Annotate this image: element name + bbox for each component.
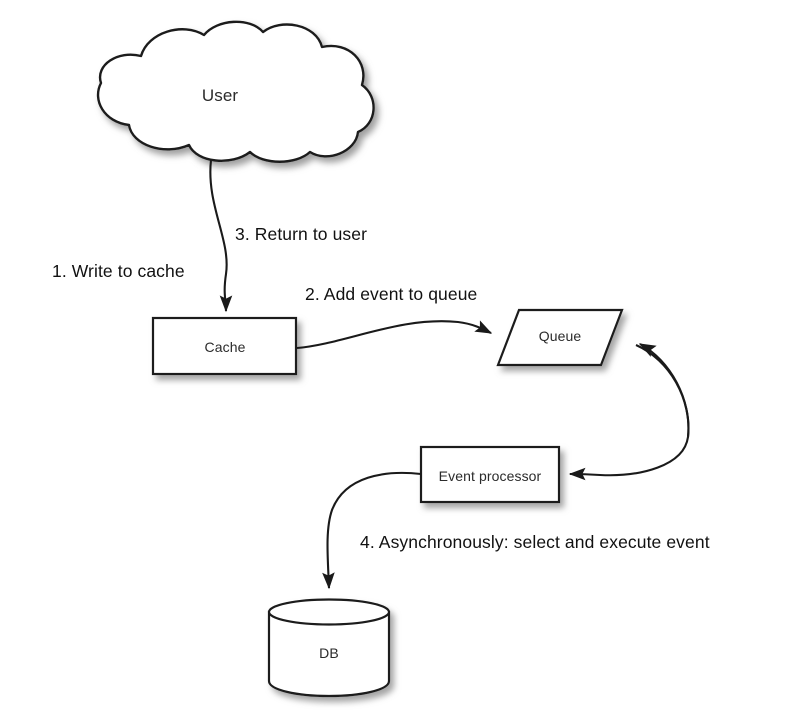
- edge-user-to-cache[interactable]: [209, 159, 233, 313]
- cloud-shape: [96, 20, 375, 163]
- db-cylinder-body: [267, 610, 391, 698]
- db-cylinder-top: [267, 598, 391, 626]
- node-label-user: User: [201, 86, 239, 105]
- node-label-cache: Cache: [204, 339, 246, 355]
- edge-eventprocessor-to-db[interactable]: [322, 471, 422, 590]
- edge-label-write-to-cache: 1. Write to cache: [52, 261, 185, 281]
- node-label-event-processor: Event processor: [438, 468, 542, 484]
- node-label-db: DB: [319, 645, 339, 661]
- queue-shape: [496, 308, 624, 367]
- node-db[interactable]: [267, 598, 391, 698]
- edge-label-asynchronously-select-execute: 4. Asynchronously: select and execute ev…: [360, 532, 710, 552]
- edge-cache-to-queue[interactable]: [296, 320, 493, 350]
- edge-queue-eventprocessor-loop[interactable]: [568, 343, 690, 481]
- edge-eventprocessor-to-db-path: [322, 471, 422, 590]
- edge-loop-to-eventprocessor-path: [638, 343, 690, 438]
- node-queue[interactable]: [496, 308, 624, 367]
- node-label-queue: Queue: [538, 328, 582, 344]
- node-user[interactable]: [96, 20, 375, 163]
- edge-user-to-cache-path: [209, 159, 233, 313]
- node-cache[interactable]: [151, 316, 298, 376]
- event-processor-box: [419, 445, 561, 504]
- edge-label-add-event-to-queue: 2. Add event to queue: [305, 284, 478, 304]
- cache-box: [151, 316, 298, 376]
- edge-cache-to-queue-path: [296, 320, 493, 350]
- node-event-processor[interactable]: [419, 445, 561, 504]
- edge-label-return-to-user: 3. Return to user: [235, 224, 368, 244]
